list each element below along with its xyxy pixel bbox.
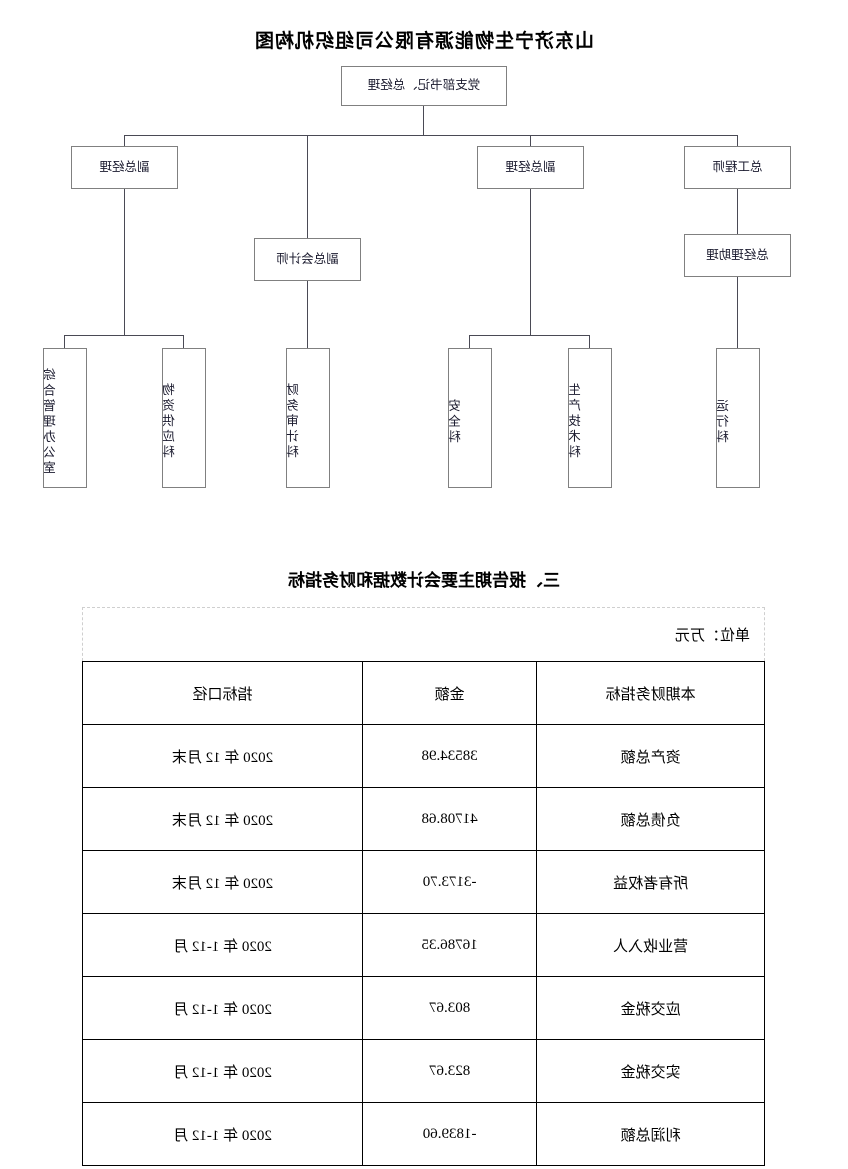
org-node-dept-general-office: 综合管理办公室 [43,348,87,488]
org-node-top: 党支部书记、总经理 [341,66,507,106]
financial-table: 本期财务指标 金额 指标口径 资产总额 38534.98 2020 年 12 月… [82,661,765,1166]
connector-assistant-to-operations [737,277,738,348]
cell-amount: 41708.68 [362,787,537,851]
connector-drop-safety [469,335,470,348]
cell-metric: 所有者权益 [536,850,765,914]
connector-drop-materials [183,335,184,348]
cell-amount: 16786.35 [362,913,537,977]
connector-chief-engineer-to-assistant [737,189,738,234]
cell-amount: 38534.98 [362,724,537,788]
cell-caliber: 2020 年 1-12 月 [82,976,363,1040]
connector-drop-production-tech [589,335,590,348]
cell-metric: 营业收入人 [536,913,765,977]
org-node-dept-operations: 运行科 [716,348,760,488]
cell-metric: 实交税金 [536,1039,765,1103]
table-row: 实交税金 823.67 2020 年 1-12 月 [82,1039,765,1103]
cell-metric: 负债总额 [536,787,765,851]
table-header-row: 本期财务指标 金额 指标口径 [82,661,765,725]
org-node-deputy-gm-right: 副总经理 [71,146,178,189]
cell-amount: 803.67 [362,976,537,1040]
connector-level1-bus-right [125,135,308,136]
financial-table-wrapper: 单位：万元 本期财务指标 金额 指标口径 资产总额 38534.98 2020 … [82,607,765,1166]
cell-caliber: 2020 年 1-12 月 [82,913,363,977]
column-header-metric: 本期财务指标 [536,661,765,725]
connector-drop-general-office [64,335,65,348]
org-node-deputy-gm-left: 副总经理 [477,146,584,189]
connector-deputy-right-stem [124,189,125,335]
org-node-gm-assistant: 总经理助理 [684,234,791,277]
cell-metric: 应交税金 [536,976,765,1040]
table-row: 营业收入人 16786.35 2020 年 1-12 月 [82,913,765,977]
table-row: 负债总额 41708.68 2020 年 12 月末 [82,787,765,851]
cell-caliber: 2020 年 12 月末 [82,850,363,914]
connector-accountant-to-finance [307,281,308,348]
cell-caliber: 2020 年 1-12 月 [82,1102,363,1166]
org-node-dept-materials-supply: 物资供应科 [162,348,206,488]
cell-caliber: 2020 年 1-12 月 [82,1039,363,1103]
table-row: 资产总额 38534.98 2020 年 12 月末 [82,724,765,788]
org-chart-title: 山东济宁生物能源有限公司组织机构图 [254,31,595,52]
connector-deputy-left-bus [470,335,590,336]
cell-amount: -3173.70 [362,850,537,914]
table-row: 所有者权益 -3173.70 2020 年 12 月末 [82,850,765,914]
cell-amount: -1839.60 [362,1102,537,1166]
column-header-caliber: 指标口径 [82,661,363,725]
connector-root-stem [423,106,424,135]
cell-caliber: 2020 年 12 月末 [82,724,363,788]
org-chart: 山东济宁生物能源有限公司组织机构图 党支部书记、总经理 总工程师 副总经理 副总… [0,0,848,520]
cell-caliber: 2020 年 12 月末 [82,787,363,851]
org-node-dept-safety: 安全科 [448,348,492,488]
connector-deputy-left-stem [530,189,531,335]
org-node-dept-finance-audit: 财务审计科 [286,348,330,488]
org-node-deputy-chief-accountant: 副总会计师 [254,238,361,281]
section-heading: 三、报告期主要会计数据和财务指标 [288,571,560,590]
cell-metric: 利润总额 [536,1102,765,1166]
connector-deputy-right-bus [65,335,184,336]
connector-drop-deputy-accountant [307,135,308,238]
column-header-amount: 金额 [362,661,537,725]
cell-amount: 823.67 [362,1039,537,1103]
cell-metric: 资产总额 [536,724,765,788]
table-row: 应交税金 803.67 2020 年 1-12 月 [82,976,765,1040]
org-node-chief-engineer: 总工程师 [684,146,791,189]
table-unit-label: 单位：万元 [82,607,765,661]
table-row: 利润总额 -1839.60 2020 年 1-12 月 [82,1102,765,1166]
org-node-dept-production-tech: 生产技术科 [568,348,612,488]
